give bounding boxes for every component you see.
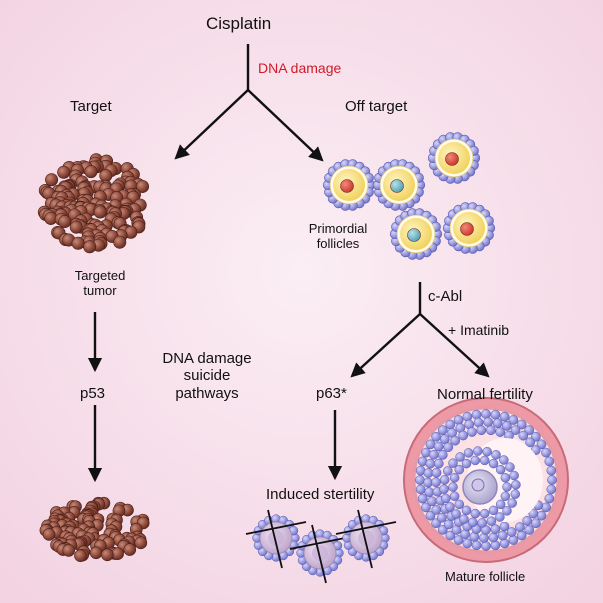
suicide-label-line3: pathways	[175, 384, 239, 402]
target-label: Target	[70, 98, 112, 115]
dead-follicle	[245, 509, 307, 569]
primordial-follicle	[442, 202, 496, 254]
primordial-follicles-label: Primordial follicles	[296, 221, 380, 252]
dna-damage-label: DNA damage	[258, 60, 342, 76]
primordial-follicle	[372, 159, 426, 211]
targeted-tumor-icon	[37, 153, 150, 254]
mature-follicle-label: Mature follicle	[445, 569, 526, 584]
dead-follicle	[289, 524, 351, 584]
arrow-to-off-target	[247, 89, 324, 162]
off-target-label: Off target	[345, 98, 408, 115]
targeted-tumor-label-line2: tumor	[83, 282, 117, 298]
dead-follicles-icon	[245, 509, 397, 584]
suicide-pathways-label: DNA damage suicide pathways	[152, 350, 262, 402]
arrow-to-normal-fertility	[419, 313, 490, 378]
arrow-to-target	[174, 89, 249, 160]
p63-label: p63*	[316, 385, 347, 402]
induced-sterility-label: Induced stertility	[266, 486, 375, 503]
mature-follicle-icon	[403, 397, 569, 563]
primordial-label-line2: follicles	[316, 235, 360, 251]
suicide-label-line2: suicide	[183, 367, 231, 385]
primordial-follicles-icon	[322, 132, 496, 260]
shrunk-tumor-icon	[39, 496, 150, 563]
c-abl-label: c-Abl	[428, 288, 463, 305]
dead-follicle	[335, 509, 397, 569]
targeted-tumor-label: Targeted tumor	[60, 268, 140, 299]
arrows	[87, 44, 490, 483]
primordial-follicle	[427, 132, 481, 184]
suicide-label-line1: DNA damage	[162, 350, 252, 367]
normal-fertility-label: Normal fertility	[437, 386, 533, 403]
targeted-tumor-label-line1: Targeted	[74, 268, 126, 283]
cisplatin-label: Cisplatin	[206, 14, 272, 33]
imatinib-label: + Imatinib	[448, 322, 510, 338]
p53-label: p53	[80, 385, 106, 402]
primordial-follicle	[389, 208, 443, 260]
arrow-to-p63	[350, 313, 421, 378]
primordial-label-line1: Primordial	[308, 221, 368, 236]
primordial-follicle	[322, 159, 376, 211]
